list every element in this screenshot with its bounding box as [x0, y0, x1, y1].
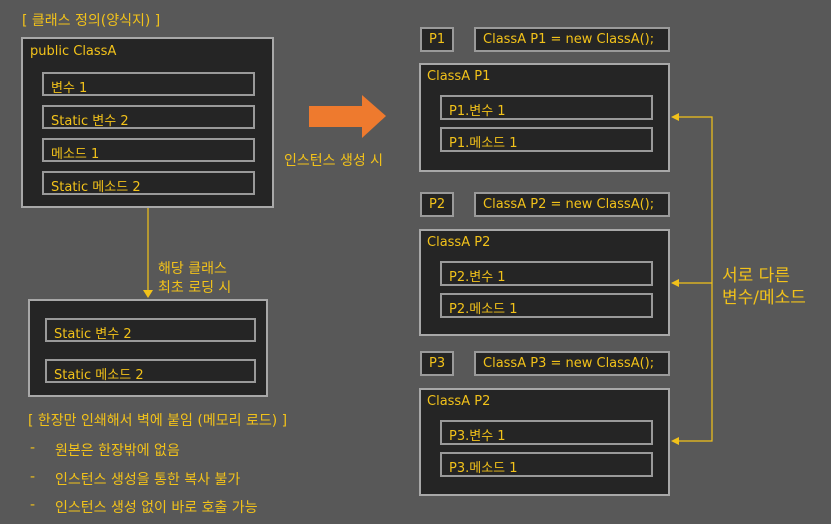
bracket-arrowhead-top: [671, 113, 679, 121]
class-member-1: 변수 1: [42, 72, 255, 96]
instance-code-p2: ClassA P2 = new ClassA();: [474, 192, 670, 217]
instance-creation-arrow: [309, 95, 386, 138]
bullet-dash-2: -: [30, 469, 36, 485]
instance-p3-member-1: P3.변수 1: [440, 420, 653, 445]
static-load-caption-2: 최초 로딩 시: [158, 280, 232, 296]
static-member-1: Static 변수 2: [45, 318, 256, 342]
instance-title-p2: ClassA P2: [427, 235, 491, 250]
instance-code-p1: ClassA P1 = new ClassA();: [474, 27, 670, 52]
instance-creation-caption: 인스턴스 생성 시: [284, 153, 384, 169]
bullet-dash-3: -: [30, 497, 36, 513]
instance-p2-member-2: P2.메소드 1: [440, 293, 653, 318]
instance-p1-member-1: P1.변수 1: [440, 95, 653, 120]
instance-box-p3: ClassA P2 P3.변수 1 P3.메소드 1: [419, 388, 670, 496]
instance-box-p2: ClassA P2 P2.변수 1 P2.메소드 1: [419, 229, 670, 336]
instance-p1-member-2: P1.메소드 1: [440, 127, 653, 152]
static-load-caption-1: 해당 클래스: [158, 261, 227, 277]
class-member-3: 메소드 1: [42, 138, 255, 162]
static-note-3: 인스턴스 생성 없이 바로 호출 가능: [55, 500, 258, 516]
instance-code-p3: ClassA P3 = new ClassA();: [474, 351, 670, 376]
class-definition-heading: [ 클래스 정의(양식지) ]: [22, 13, 161, 29]
class-load-arrowhead: [143, 290, 153, 298]
instance-label-p1: P1: [420, 27, 454, 52]
instance-label-p3: P3: [420, 351, 454, 376]
instance-title-p1: ClassA P1: [427, 69, 491, 84]
instance-p2-member-1: P2.변수 1: [440, 261, 653, 286]
class-member-4: Static 메소드 2: [42, 171, 255, 195]
class-a-title: public ClassA: [30, 44, 117, 59]
static-memory-box: Static 변수 2 Static 메소드 2: [28, 299, 268, 397]
bullet-dash-1: -: [30, 440, 36, 456]
instance-title-p3: ClassA P2: [427, 394, 491, 409]
bracket-arrowhead-mid: [671, 279, 679, 287]
class-member-2: Static 변수 2: [42, 105, 255, 129]
static-note-2: 인스턴스 생성을 통한 복사 불가: [55, 472, 241, 488]
instance-label-p2: P2: [420, 192, 454, 217]
static-notes-heading: [ 한장만 인쇄해서 벽에 붙임 (메모리 로드) ]: [28, 413, 288, 429]
static-note-1: 원본은 한장밖에 없음: [55, 443, 180, 459]
instance-box-p1: ClassA P1 P1.변수 1 P1.메소드 1: [419, 63, 670, 172]
static-member-2: Static 메소드 2: [45, 359, 256, 383]
difference-bracket: [677, 116, 713, 442]
class-a-box: public ClassA 변수 1 Static 변수 2 메소드 1 Sta…: [21, 37, 274, 208]
bracket-arrowhead-bottom: [671, 437, 679, 445]
difference-caption-1: 서로 다른: [722, 266, 790, 286]
instance-p3-member-2: P3.메소드 1: [440, 452, 653, 477]
difference-caption-2: 변수/메소드: [722, 288, 806, 308]
